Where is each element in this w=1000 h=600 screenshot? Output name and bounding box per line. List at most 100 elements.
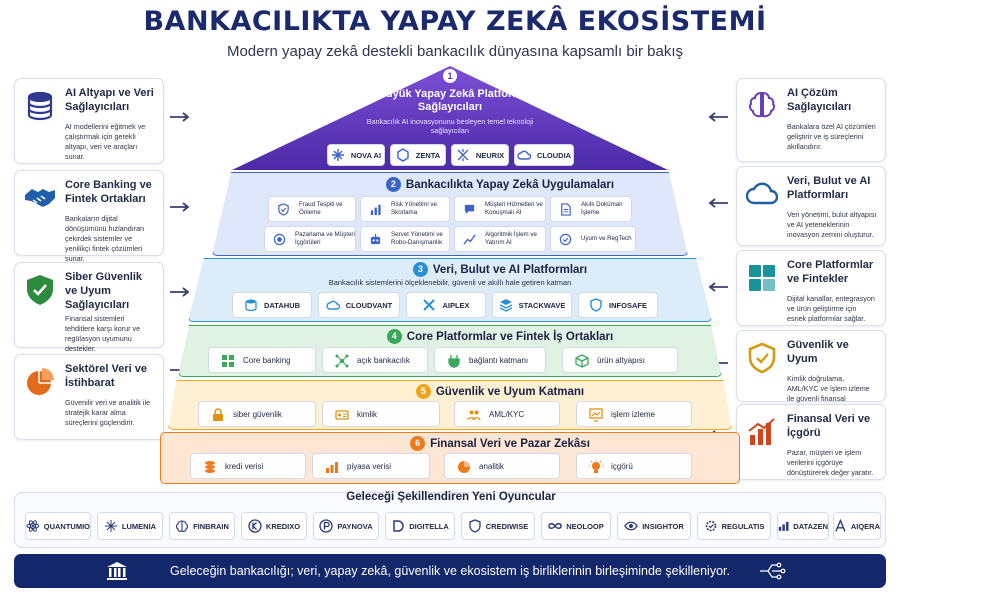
arrow-left-icon bbox=[708, 282, 728, 292]
aiplex-icon bbox=[423, 299, 436, 311]
arrow-right-icon bbox=[170, 202, 190, 212]
d-logo-icon bbox=[393, 520, 404, 532]
player-label: CREDIWISE bbox=[485, 521, 529, 531]
app-item-marketing[interactable]: Pazarlama ve Müşteri İçgörüleri bbox=[264, 226, 356, 252]
data-item-insight[interactable]: içgörü bbox=[576, 453, 692, 479]
platform-chip-zenta[interactable]: ZENTA bbox=[390, 144, 446, 166]
bar-chart-icon bbox=[778, 521, 789, 531]
new-players-panel: Geleceği Şekillendiren Yeni Oyuncular QU… bbox=[14, 491, 886, 548]
coins-icon bbox=[205, 461, 215, 473]
database-icon bbox=[23, 89, 57, 123]
player-label: PAYNOVA bbox=[337, 521, 373, 531]
people-icon bbox=[467, 410, 481, 421]
app-item-customer-service[interactable]: Müşteri Hizmetleri ve Konuşmalı AI bbox=[454, 196, 546, 222]
card-description: Dijital kanallar, entegrasyon ve ürün ge… bbox=[787, 294, 875, 323]
atom-icon bbox=[26, 520, 40, 532]
left-card-sector-data: Sektörel Veri ve İstihbarat Güvenilir ve… bbox=[14, 354, 164, 440]
player-neoloop[interactable]: NEOLOOP bbox=[541, 512, 611, 540]
app-item-regtech[interactable]: Uyum ve RegTech bbox=[550, 226, 636, 252]
security-item-label: siber güvenlik bbox=[233, 409, 282, 419]
platform-chip-neurix[interactable]: NEURIX bbox=[451, 144, 509, 166]
arrow-left-icon bbox=[708, 112, 728, 122]
bank-building-icon bbox=[107, 562, 127, 580]
platform-chip-stackwave[interactable]: STACKWAVE bbox=[492, 292, 572, 318]
player-regulatis[interactable]: REGULATIS bbox=[697, 512, 771, 540]
card-title: Finansal Veri ve İçgörü bbox=[787, 413, 871, 439]
app-item-wealth[interactable]: Servet Yönetimi ve Robo-Danışmanlık bbox=[360, 226, 450, 252]
player-kredixo[interactable]: KREDIXO bbox=[241, 512, 307, 540]
lock-icon bbox=[213, 408, 223, 421]
player-finbrain[interactable]: FINBRAIN bbox=[169, 512, 235, 540]
layer-3-number: 3 bbox=[412, 262, 428, 277]
player-label: FINBRAIN bbox=[193, 521, 229, 531]
lightbulb-icon bbox=[589, 460, 603, 473]
core-item-label: Core banking bbox=[243, 355, 291, 365]
core-item-label: açık bankacılık bbox=[357, 355, 410, 365]
bank-building-icon bbox=[745, 261, 779, 295]
security-item-monitoring[interactable]: işlem izleme bbox=[576, 401, 692, 427]
layer-2-title-text: Bankacılıkta Yapay Zekâ Uygulamaları bbox=[405, 179, 615, 191]
chip-label: INFOSAFE bbox=[609, 300, 647, 310]
core-item-connectivity[interactable]: bağlantı katmanı bbox=[434, 347, 546, 373]
zenta-icon bbox=[397, 148, 409, 162]
player-datazen[interactable]: DATAZEN bbox=[777, 512, 829, 540]
player-insightor[interactable]: INSIGHTOR bbox=[617, 512, 691, 540]
right-card-financial-data: Finansal Veri ve İçgörü Pazar, müşteri v… bbox=[736, 404, 886, 480]
layer-4-title-text: Core Platformlar ve Fintek İş Ortakları bbox=[406, 331, 614, 343]
player-digitella[interactable]: DIGITELLA bbox=[385, 512, 455, 540]
platform-chip-infosafe[interactable]: INFOSAFE bbox=[578, 292, 658, 318]
grid-icon bbox=[222, 355, 234, 367]
platform-chip-aiplex[interactable]: AIPLEX bbox=[406, 292, 486, 318]
player-paynova[interactable]: PAYNOVA bbox=[313, 512, 379, 540]
app-item-risk[interactable]: Risk Yönetimi ve Skorlama bbox=[360, 196, 450, 222]
app-item-algo-trading[interactable]: Algoritmik İşlem ve Yatırım AI bbox=[454, 226, 546, 252]
page-title: BANKACILIKTA YAPAY ZEKÂ EKOSİSTEMİ bbox=[143, 6, 767, 37]
player-label: REGULATIS bbox=[721, 521, 765, 531]
card-description: Güvenilir veri ve analitik ile stratejik… bbox=[65, 398, 151, 427]
layer-1-number: 1 bbox=[443, 69, 457, 83]
data-item-market[interactable]: piyasa verisi bbox=[312, 453, 430, 479]
chat-icon bbox=[464, 204, 475, 215]
app-item-fraud[interactable]: Fraud Tespiti ve Önleme bbox=[268, 196, 356, 222]
infinity-icon bbox=[548, 523, 562, 529]
security-item-cyber[interactable]: siber güvenlik bbox=[198, 401, 316, 427]
shield-icon bbox=[469, 519, 481, 533]
core-item-label: bağlantı katmanı bbox=[469, 355, 529, 365]
data-item-analytics[interactable]: analitik bbox=[444, 453, 560, 479]
layer-6-title-text: Finansal Veri ve Pazar Zekâsı bbox=[430, 438, 590, 450]
data-item-label: içgörü bbox=[611, 461, 633, 471]
chip-label: NOVA AI bbox=[350, 150, 382, 160]
security-item-aml-kyc[interactable]: AML/KYC bbox=[454, 401, 560, 427]
card-title: AI Altyapı ve Veri Sağlayıcıları bbox=[65, 87, 154, 113]
eye-icon bbox=[624, 521, 638, 531]
platform-chip-datahub[interactable]: DATAHUB bbox=[232, 292, 312, 318]
shield-check-icon bbox=[23, 273, 57, 307]
data-item-credit[interactable]: kredi verisi bbox=[190, 453, 306, 479]
core-item-product-infra[interactable]: ürün altyapısı bbox=[562, 347, 678, 373]
bar-chart-icon bbox=[326, 462, 338, 473]
platform-chip-cloudia[interactable]: CLOUDIA bbox=[514, 144, 574, 166]
player-lumenia[interactable]: LUMENIA bbox=[97, 512, 163, 540]
player-crediwise[interactable]: CREDIWISE bbox=[461, 512, 535, 540]
core-item-core-banking[interactable]: Core banking bbox=[208, 347, 316, 373]
card-description: AI modellerini eğitmek ve çalıştırmak iç… bbox=[65, 122, 146, 161]
player-quantumio[interactable]: QUANTUMIO bbox=[25, 512, 91, 540]
monitor-chart-icon bbox=[589, 408, 603, 422]
core-item-open-banking[interactable]: açık bankacılık bbox=[322, 347, 428, 373]
app-item-document[interactable]: Akıllı Doküman İşleme bbox=[550, 196, 632, 222]
check-circle-icon bbox=[559, 233, 572, 246]
card-title: Veri, Bulut ve AI Platformları bbox=[787, 175, 871, 201]
player-aiqera[interactable]: AIQERA bbox=[833, 512, 881, 540]
bar-chart-icon bbox=[370, 204, 381, 216]
left-card-cyber-security: Siber Güvenlik ve Uyum Sağlayıcıları Fin… bbox=[14, 262, 164, 353]
platform-chip-cloudvant[interactable]: CLOUDVANT bbox=[318, 292, 400, 318]
security-item-identity[interactable]: kimlik bbox=[322, 401, 440, 427]
target-icon bbox=[273, 233, 286, 246]
layer-3-description: Bankacılık sistemlerini ölçeklenebilir, … bbox=[328, 278, 572, 287]
platform-chip-nova-ai[interactable]: NOVA AI bbox=[327, 144, 385, 166]
chip-label: NEURIX bbox=[475, 150, 505, 160]
spark-icon bbox=[104, 520, 117, 532]
